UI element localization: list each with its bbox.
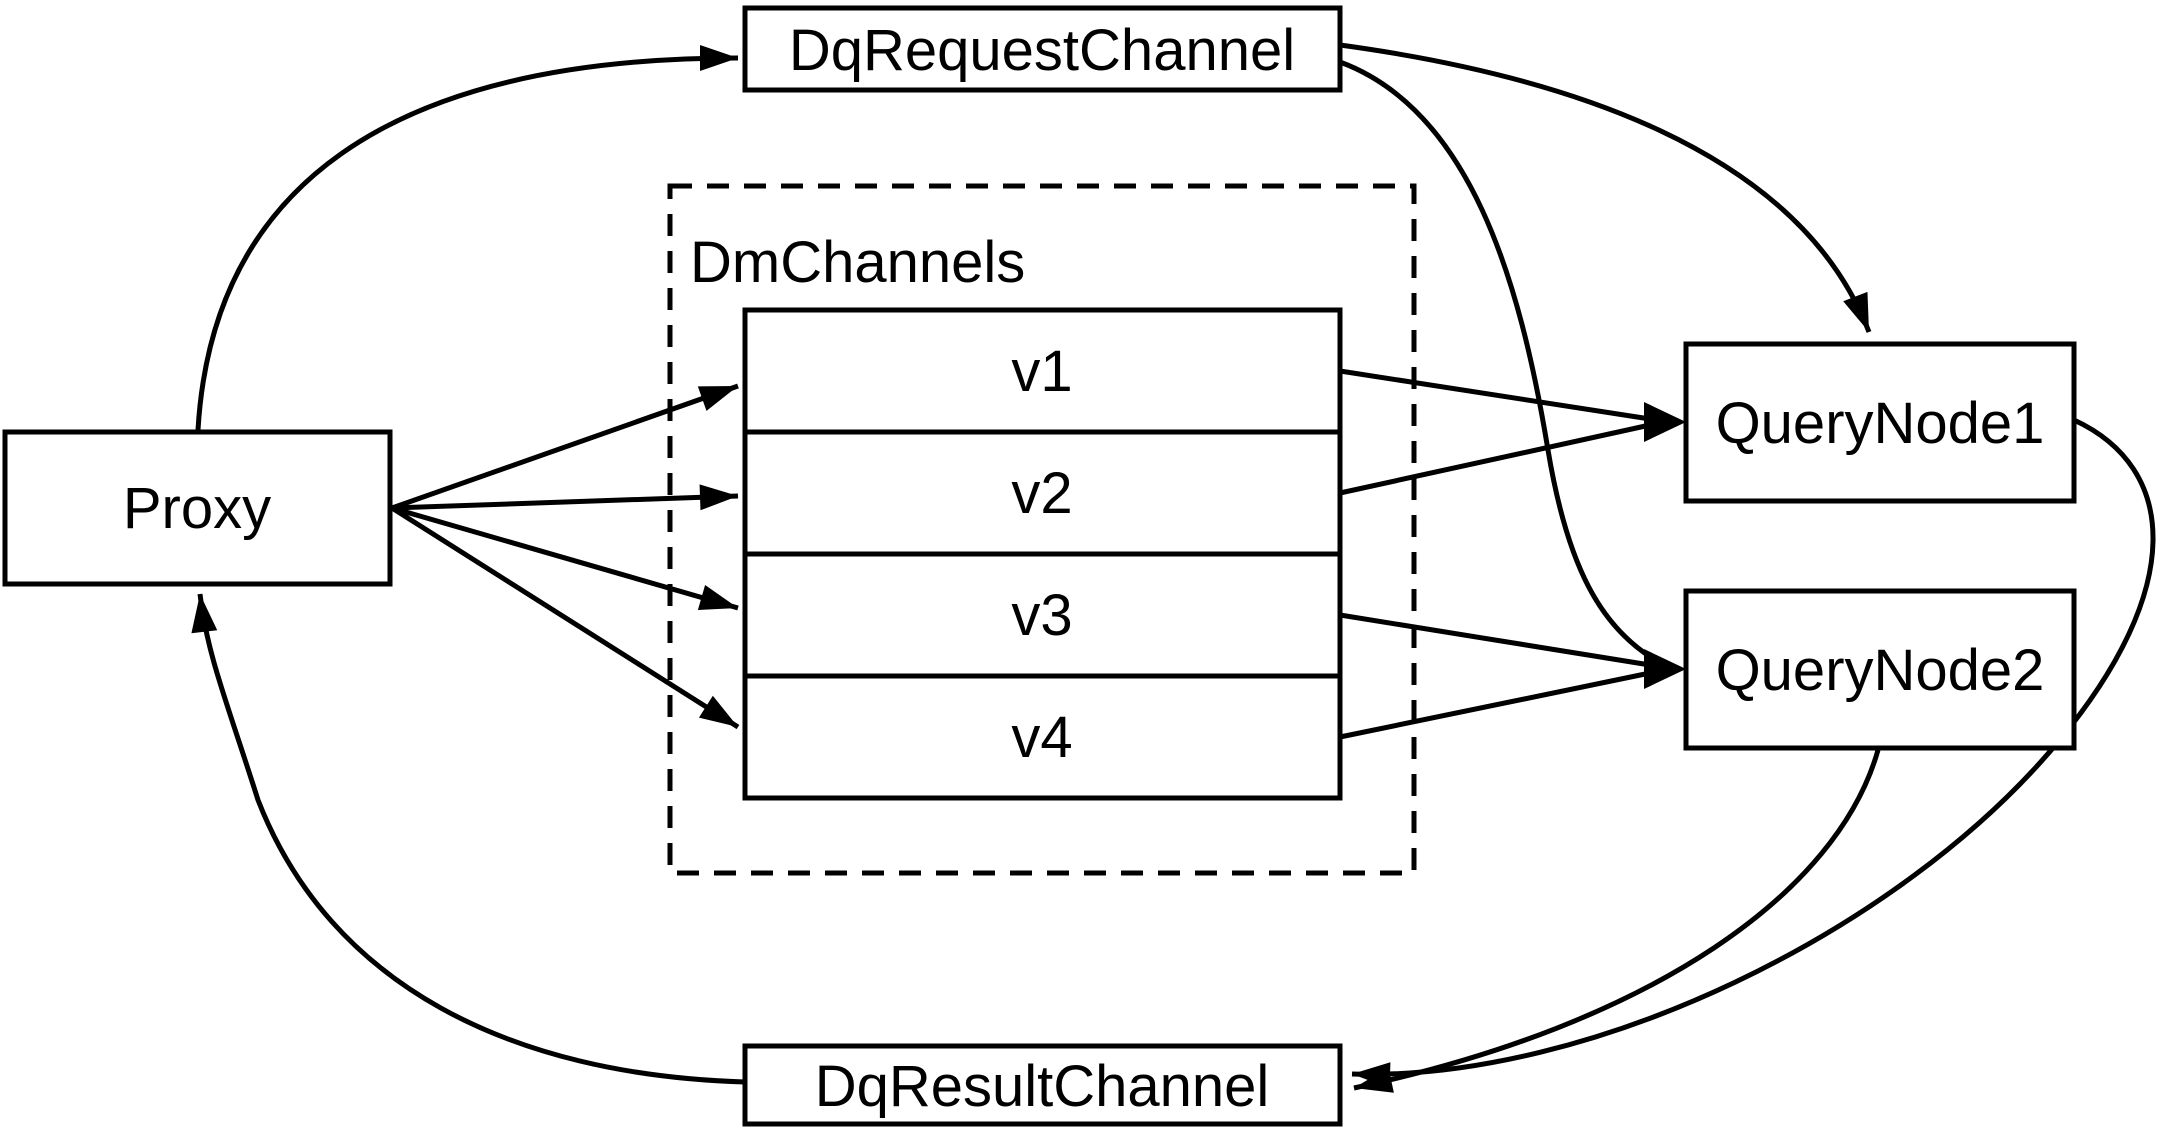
edge-v3-to-querynode2 [1339,612,1651,668]
querynode2-label: QueryNode2 [1716,638,2045,703]
edge-dqresultchannel-to-proxy [191,593,746,1085]
querynode2-node [1683,588,2077,751]
dqrequestchannel-label: DqRequestChannel [789,18,1295,83]
edge-proxy-to-v4 [390,505,740,730]
dmchannels-group-box [667,183,1417,876]
channel-row-v3-label: v3 [1011,583,1072,648]
edge-v1-to-querynode1 [1339,368,1651,422]
arrowhead-querynode2-icon [1644,649,1686,689]
edge-proxy-to-v3 [391,505,739,611]
proxy-label: Proxy [123,476,271,541]
querynode1-label: QueryNode1 [1716,391,2045,456]
edge-v4-to-querynode2 [1339,670,1651,740]
edge-proxy-to-dqrequestchannel [195,45,739,431]
dqresultchannel-label: DqResultChannel [815,1054,1270,1119]
channel-row-v1-label: v1 [1011,339,1072,404]
edge-dqrequestchannel-to-querynode2 [1339,59,1654,661]
edge-proxy-to-v1 [391,383,739,511]
edge-proxy-to-v2 [391,484,739,511]
edge-querynode1-to-dqresultchannel [1351,417,2156,1089]
edge-querynode2-to-dqresultchannel [1353,749,1881,1093]
channel-row-v2-label: v2 [1011,461,1072,526]
querynode1-node [1683,341,2077,504]
edge-dqrequestchannel-to-querynode1 [1339,42,1872,333]
dqrequestchannel-node [742,5,1343,93]
proxy-node [2,429,393,587]
channel-row-v4-label: v4 [1011,705,1072,770]
edge-v2-to-querynode1 [1339,422,1651,496]
dmchannels-group-label: DmChannels [690,230,1025,295]
dqresultchannel-node [742,1043,1343,1127]
arrowhead-querynode1-icon [1644,402,1686,442]
